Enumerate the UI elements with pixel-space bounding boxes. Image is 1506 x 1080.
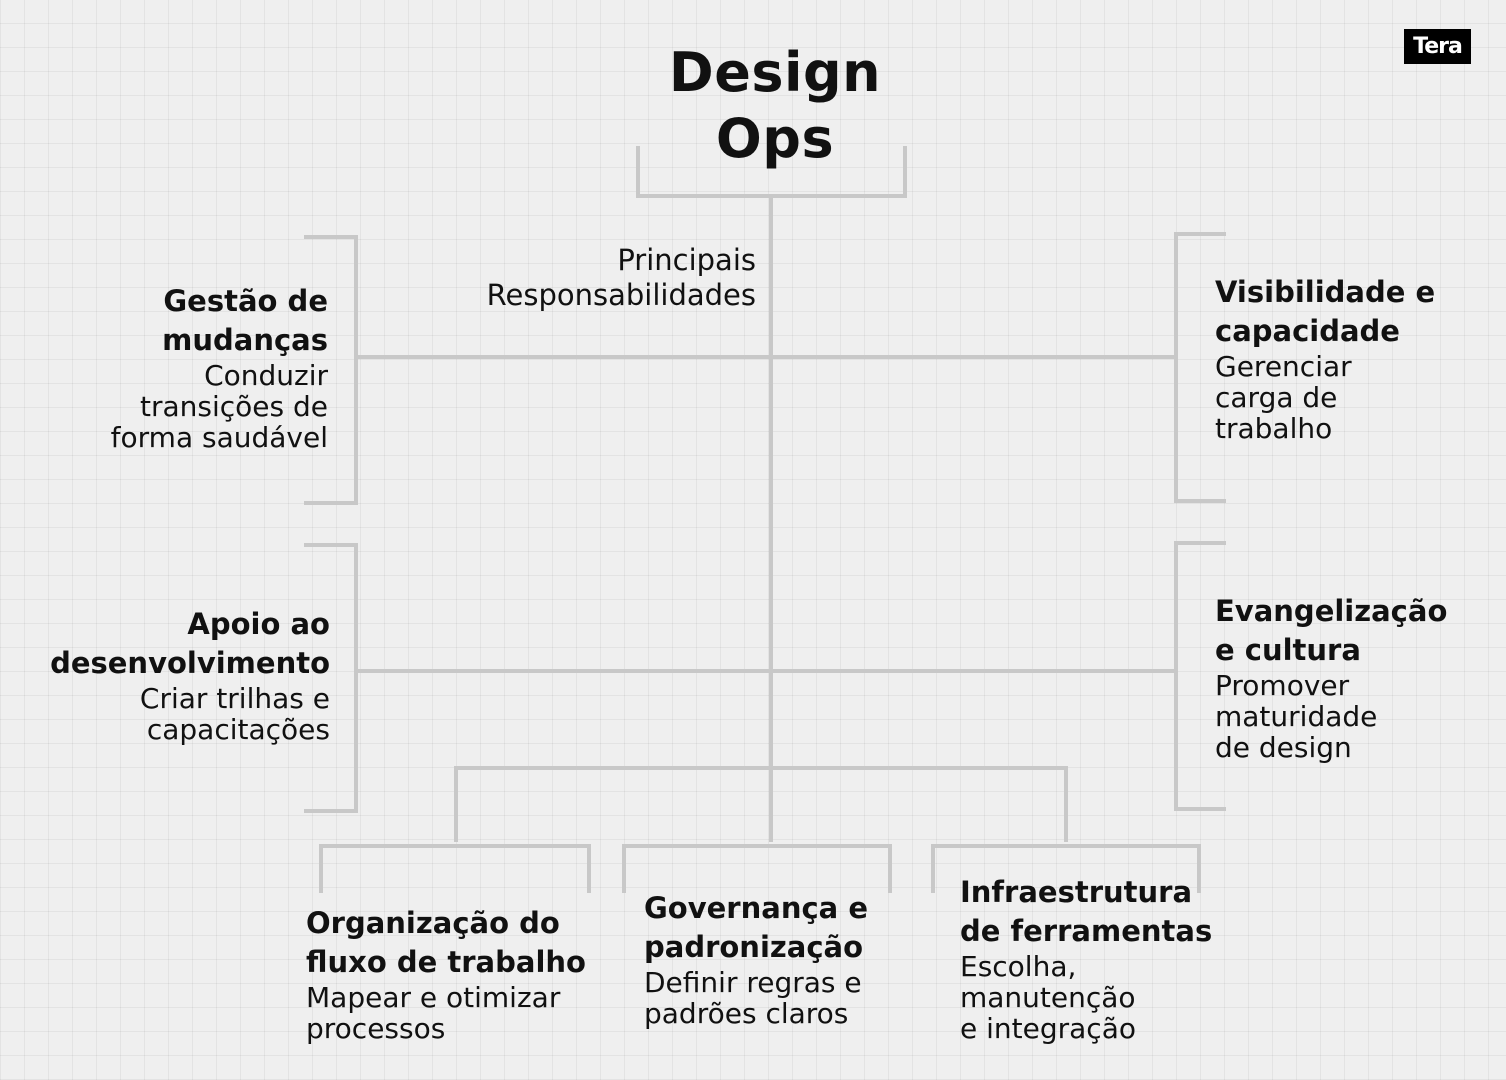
node-desc-line: transições de bbox=[139, 390, 328, 423]
node-title: Evangelização e cultura bbox=[1215, 592, 1500, 670]
node-title-line: Gestão de bbox=[163, 284, 328, 318]
node-title-line: padronização bbox=[644, 930, 864, 964]
node-title: Apoio ao desenvolvimento bbox=[10, 605, 330, 683]
title-line-2: Ops bbox=[715, 107, 835, 170]
node-desc-line: Gerenciar bbox=[1215, 350, 1352, 383]
node-title-line: de ferramentas bbox=[960, 914, 1213, 948]
diagram-subtitle: Principais Responsabilidades bbox=[430, 243, 756, 313]
node-title-line: Apoio ao bbox=[187, 607, 330, 641]
subtitle-line-2: Responsabilidades bbox=[486, 278, 756, 312]
node-desc-line: processos bbox=[306, 1012, 446, 1045]
bracket-gestao bbox=[304, 235, 358, 505]
node-title-line: Organização do bbox=[306, 906, 560, 940]
node-governanca-e-padronizacao: Governança e padronização Definir regras… bbox=[644, 889, 934, 1029]
node-title-line: capacidade bbox=[1215, 314, 1400, 348]
bracket-apoio bbox=[304, 543, 358, 813]
node-gestao-de-mudancas: Gestão de mudanças Conduzir transições d… bbox=[30, 282, 328, 453]
node-visibilidade-e-capacidade: Visibilidade e capacidade Gerenciar carg… bbox=[1215, 273, 1500, 444]
node-desc-line: Mapear e otimizar bbox=[306, 981, 561, 1014]
node-desc-line: carga de bbox=[1215, 381, 1338, 414]
node-desc-line: padrões claros bbox=[644, 997, 849, 1030]
node-desc-line: manutenção bbox=[960, 981, 1136, 1014]
node-title: Visibilidade e capacidade bbox=[1215, 273, 1500, 351]
node-description: Escolha, manutenção e integração bbox=[960, 951, 1250, 1044]
node-desc-line: Definir regras e bbox=[644, 966, 862, 999]
bracket-visibilidade bbox=[1174, 232, 1226, 503]
bracket-evangelizacao bbox=[1174, 541, 1226, 811]
node-desc-line: Promover bbox=[1215, 669, 1350, 702]
node-apoio-ao-desenvolvimento: Apoio ao desenvolvimento Criar trilhas e… bbox=[10, 605, 330, 745]
node-title: Infraestrutura de ferramentas bbox=[960, 873, 1250, 951]
node-description: Promover maturidade de design bbox=[1215, 670, 1500, 763]
node-desc-line: Criar trilhas e bbox=[139, 682, 330, 715]
node-description: Gerenciar carga de trabalho bbox=[1215, 351, 1500, 444]
node-desc-line: e integração bbox=[960, 1012, 1136, 1045]
tera-logo: Tera bbox=[1404, 29, 1471, 64]
subtitle-line-1: Principais bbox=[617, 243, 756, 277]
node-desc-line: forma saudável bbox=[110, 421, 328, 454]
node-title: Organização do fluxo de trabalho bbox=[306, 904, 606, 982]
node-title-line: Visibilidade e bbox=[1215, 275, 1436, 309]
node-desc-line: maturidade bbox=[1215, 700, 1378, 733]
node-organizacao-do-fluxo: Organização do fluxo de trabalho Mapear … bbox=[306, 904, 606, 1044]
node-desc-line: de design bbox=[1215, 731, 1352, 764]
node-title: Gestão de mudanças bbox=[30, 282, 328, 360]
node-title-line: e cultura bbox=[1215, 633, 1361, 667]
node-desc-line: trabalho bbox=[1215, 412, 1333, 445]
node-description: Conduzir transições de forma saudável bbox=[30, 360, 328, 453]
diagram-title: Design Ops bbox=[620, 40, 930, 172]
node-description: Criar trilhas e capacitações bbox=[10, 683, 330, 745]
bracket-governanca bbox=[622, 844, 892, 893]
node-title: Governança e padronização bbox=[644, 889, 934, 967]
node-description: Definir regras e padrões claros bbox=[644, 967, 934, 1029]
title-line-1: Design bbox=[668, 41, 882, 104]
node-title-line: desenvolvimento bbox=[50, 646, 330, 680]
node-title-line: mudanças bbox=[162, 323, 328, 357]
node-desc-line: Conduzir bbox=[204, 359, 328, 392]
lower-branch bbox=[454, 766, 1068, 842]
bracket-infraestrutura bbox=[931, 844, 1201, 893]
node-desc-line: Escolha, bbox=[960, 950, 1077, 983]
bracket-organizacao bbox=[319, 844, 591, 893]
node-title-line: fluxo de trabalho bbox=[306, 945, 586, 979]
node-description: Mapear e otimizar processos bbox=[306, 982, 606, 1044]
node-title-line: Governança e bbox=[644, 891, 868, 925]
node-title-line: Infraestrutura bbox=[960, 875, 1193, 909]
node-title-line: Evangelização bbox=[1215, 594, 1448, 628]
node-desc-line: capacitações bbox=[146, 713, 330, 746]
node-infraestrutura-de-ferramentas: Infraestrutura de ferramentas Escolha, m… bbox=[960, 873, 1250, 1044]
node-evangelizacao-e-cultura: Evangelização e cultura Promover maturid… bbox=[1215, 592, 1500, 763]
